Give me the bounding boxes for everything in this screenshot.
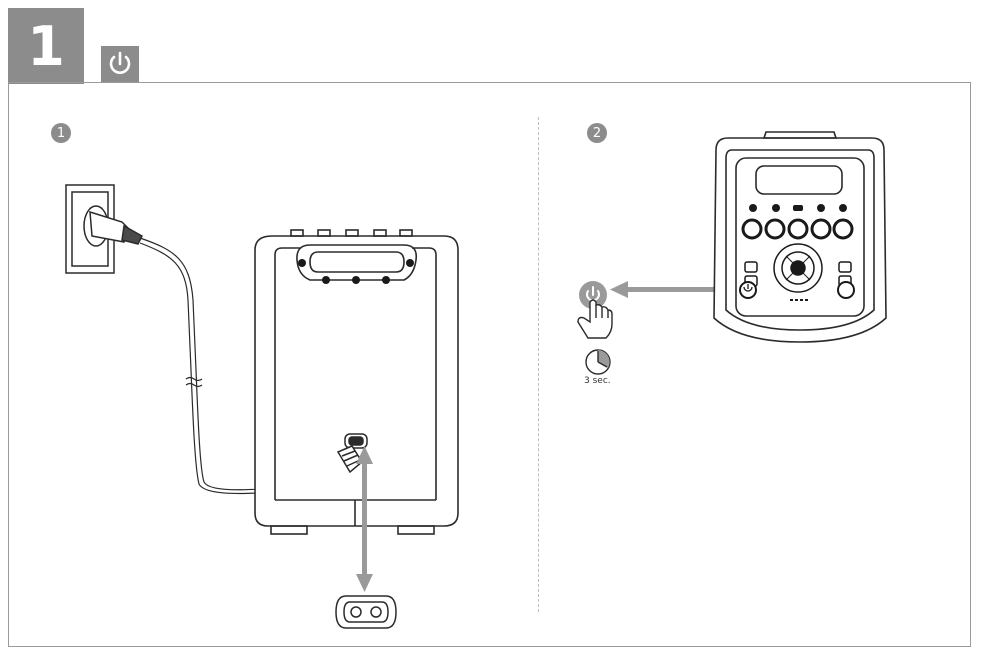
figure-eight-connector-icon xyxy=(335,595,397,629)
step-number-badge: 1 xyxy=(8,8,84,84)
side-buttons xyxy=(739,261,855,299)
pointing-hand-icon xyxy=(577,299,613,339)
power-step-badge xyxy=(101,46,139,82)
instruction-frame xyxy=(8,82,971,647)
timer-clock-icon xyxy=(585,349,611,375)
step-circle-1: 1 xyxy=(51,123,71,143)
indicator-leds xyxy=(790,299,808,301)
step-number: 1 xyxy=(27,14,65,78)
navigation-pad xyxy=(773,243,823,293)
panel-divider xyxy=(538,117,539,612)
speaker-back-icon xyxy=(254,229,459,535)
step-circle-2: 2 xyxy=(587,123,607,143)
connection-arrow xyxy=(356,446,373,592)
control-knobs xyxy=(741,218,854,240)
press-arrow xyxy=(610,281,730,298)
small-buttons-row xyxy=(749,204,847,212)
front-power-button-icon xyxy=(743,284,753,292)
cord-break-mark xyxy=(185,376,203,388)
power-button-icon xyxy=(579,281,607,309)
power-icon xyxy=(109,51,131,74)
speaker-handle-dots xyxy=(298,259,414,284)
hold-duration-label: 3 sec. xyxy=(584,376,611,386)
power-plug-icon xyxy=(89,210,143,245)
